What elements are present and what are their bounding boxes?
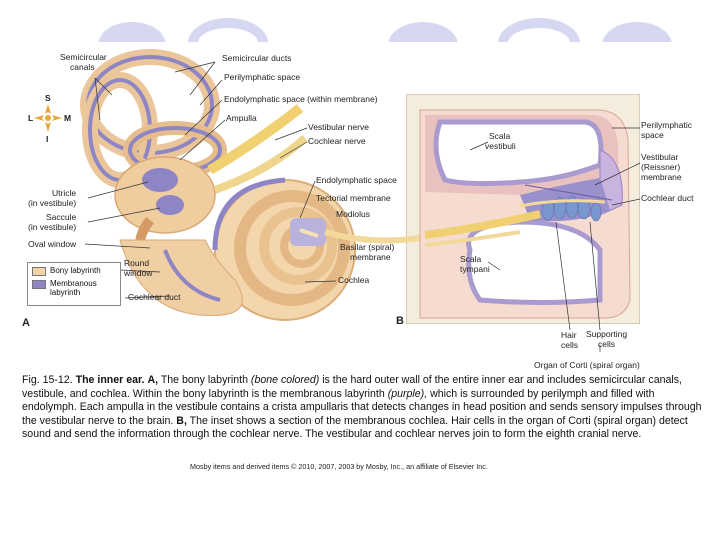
panel-b-letter: B (396, 315, 404, 327)
label-basilar-1: Basilar (spiral) (340, 242, 394, 252)
caption-text-2: is the hard outer wall of the entire inn… (22, 374, 682, 400)
figure-caption: Fig. 15-12. The inner ear. A, The bony l… (22, 374, 704, 442)
label-endolymphatic-space-b: Endolymphatic space (316, 175, 397, 185)
label-vestibular-membrane-1: Vestibular (641, 152, 678, 162)
label-vestibular-nerve: Vestibular nerve (308, 122, 369, 132)
panel-a-leader-lines (84, 61, 337, 299)
legend-item-bony: Bony labyrinth (32, 266, 116, 276)
nerves (207, 104, 421, 244)
orientation-compass: S L M I (28, 93, 71, 144)
caption-text-1: The bony labyrinth (160, 374, 248, 386)
caption-part-a: A, (147, 374, 159, 386)
cochlea-cross-section (419, 109, 631, 319)
cochlea-spiral (212, 177, 356, 321)
label-scala-tympani-2: tympani (460, 264, 490, 274)
copyright-credit: Mosby items and derived items © 2010, 20… (190, 462, 488, 471)
membranous-swatch (32, 280, 46, 289)
label-organ-of-corti: Organ of Corti (spiral organ) (534, 360, 640, 370)
label-cochlea: Cochlea (338, 275, 369, 285)
label-oval-window: Oval window (28, 239, 77, 249)
vestibule (114, 156, 216, 274)
label-supporting-cells-2: cells (598, 339, 615, 349)
panel-a-letter: A (22, 317, 30, 329)
label-utricle-1: Utricle (52, 188, 76, 198)
label-saccule-2: (in vestibule) (28, 222, 76, 232)
base-bone (119, 239, 243, 317)
label-utricle-2: (in vestibule) (28, 198, 76, 208)
caption-italic-2: (purple), (387, 387, 428, 400)
label-semicircular-canals-1: Semicircular (60, 52, 107, 62)
caption-part-b: B, (176, 414, 187, 427)
compass-medial: M (64, 113, 71, 123)
label-vestibular-membrane-3: membrane (641, 172, 682, 182)
label-semicircular-ducts: Semicircular ducts (222, 53, 291, 63)
label-scala-vestibuli-2: vestibuli (485, 141, 516, 151)
label-tectorial-membrane: Tectorial membrane (316, 193, 391, 203)
compass-inferior: I (46, 134, 48, 144)
label-hair-cells-2: cells (561, 340, 578, 350)
label-hair-cells-1: Hair (561, 330, 577, 340)
label-modiolus: Modiolus (336, 209, 370, 219)
label-cochlear-duct-a: Cochlear duct (128, 292, 181, 302)
legend-bony-label: Bony labyrinth (50, 266, 101, 275)
label-round-window-1: Round (124, 258, 149, 268)
label-endolymphatic-space: Endolymphatic space (within membrane) (224, 94, 378, 104)
label-saccule-1: Saccule (46, 212, 77, 222)
fig-title: The inner ear. (75, 374, 145, 386)
label-semicircular-canals-2: canals (70, 62, 95, 72)
label-vestibular-membrane-2: (Reissner) (641, 162, 680, 172)
label-scala-tympani-1: Scala (460, 254, 482, 264)
caption-text-3: which is surrounded by perilymph and fil… (22, 387, 702, 427)
panel-b-leader-lines (469, 127, 641, 352)
bony-swatch (32, 267, 46, 276)
caption-italic-1: (bone colored) (250, 374, 320, 386)
label-perilymphatic-b-1: Perilymphatic (641, 120, 693, 130)
label-perilymphatic-space: Perilymphatic space (224, 72, 300, 82)
label-cochlear-duct-b: Cochlear duct (641, 193, 694, 203)
compass-lateral: L (28, 113, 33, 123)
label-ampulla: Ampulla (226, 113, 257, 123)
label-perilymphatic-b-2: space (641, 130, 664, 140)
fig-number: Fig. 15-12. (22, 374, 73, 386)
label-supporting-cells-1: Supporting (586, 329, 627, 339)
compass-superior: S (45, 93, 51, 103)
label-cochlear-nerve: Cochlear nerve (308, 136, 366, 146)
label-scala-vestibuli-1: Scala (489, 131, 511, 141)
label-round-window-2: window (123, 268, 153, 278)
label-basilar-2: membrane (350, 252, 391, 262)
caption-text-4: The inset shows a section of the membran… (22, 414, 688, 441)
